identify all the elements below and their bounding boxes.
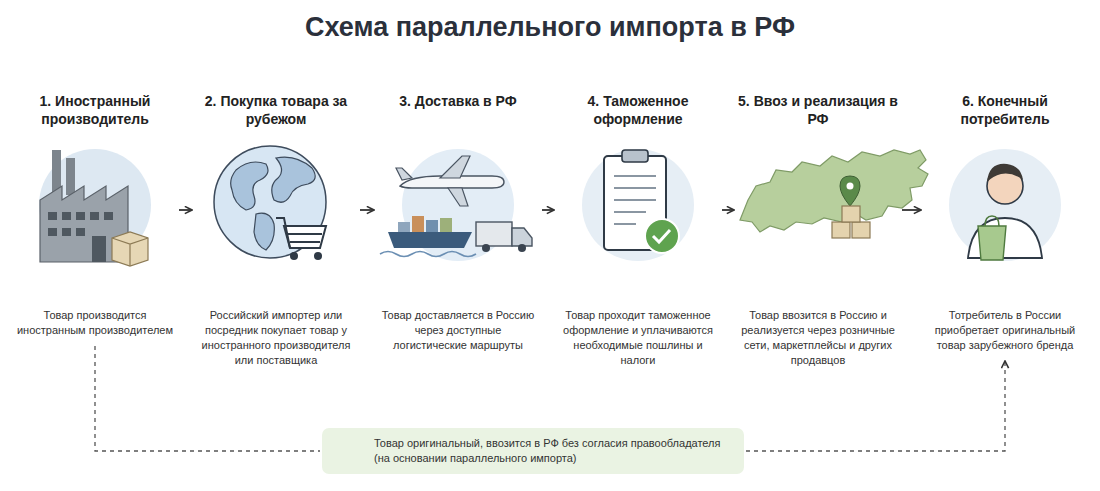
- process-step: 5. Ввоз и реализация в РФ Товар ввозится …: [737, 92, 899, 370]
- step-heading: 6. Конечный потребитель: [924, 92, 1086, 128]
- step-description: Товар проходит таможенное оформление и у…: [557, 308, 719, 368]
- diagram-title: Схема параллельного импорта в РФ: [0, 12, 1100, 43]
- step-heading: 2. Покупка товара за рубежом: [195, 92, 357, 128]
- step-heading: 1. Иностранный производитель: [14, 92, 176, 128]
- step-heading: 4. Таможенное оформление: [557, 92, 719, 128]
- process-step: 4. Таможенное оформлениеТовар проходит т…: [557, 92, 719, 370]
- clipboard-icon: [582, 149, 694, 261]
- globe-icon: [214, 146, 326, 260]
- consumer-icon: [949, 149, 1061, 261]
- note-box: Товар оригинальный, ввозится в РФ без со…: [322, 428, 744, 474]
- note-text: Товар оригинальный, ввозится в РФ без со…: [374, 436, 732, 466]
- process-step: 2. Покупка товара за рубежомРоссийский и…: [195, 92, 357, 370]
- step-description: Товар ввозится в Россию и реализуется че…: [737, 308, 899, 368]
- step-description: Товар производится иностранным производи…: [14, 308, 176, 338]
- step-description: Товар доставляется в Россию через доступ…: [377, 308, 539, 353]
- flow-arrow: [360, 209, 374, 211]
- factory-icon: [39, 149, 151, 266]
- flow-arrow: [542, 209, 554, 211]
- russia-map-icon: [740, 150, 928, 238]
- process-step: 1. Иностранный производительТовар произв…: [14, 92, 176, 340]
- step-description: Тотребитель в России приобретает оригина…: [924, 308, 1086, 353]
- step-description: Российский импортер или посредник покупа…: [195, 308, 357, 368]
- process-step: 6. Конечный потребительТотребитель в Рос…: [924, 92, 1086, 355]
- process-step: 3. Доставка в РФ Товар доставляется в Рос…: [377, 92, 539, 355]
- transport-icon: [380, 149, 532, 261]
- flow-arrow: [179, 209, 192, 211]
- flow-arrow: [722, 209, 734, 211]
- flow-arrow: [746, 361, 1005, 451]
- step-heading: 5. Ввоз и реализация в РФ: [737, 92, 899, 128]
- step-heading: 3. Доставка в РФ: [377, 92, 539, 110]
- flow-arrow: [902, 209, 921, 211]
